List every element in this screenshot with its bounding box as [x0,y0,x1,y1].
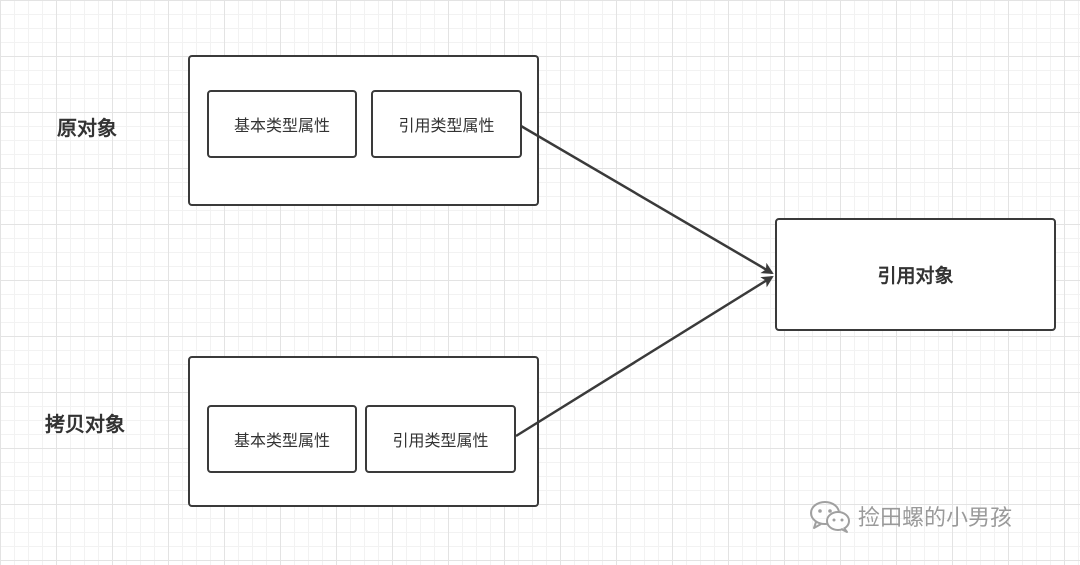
copy-primitive-prop: 基本类型属性 [207,405,357,473]
source-primitive-prop: 基本类型属性 [207,90,357,158]
copy-object-label: 拷贝对象 [45,412,125,436]
referenced-object-box: 引用对象 [775,218,1056,331]
copy-reference-prop: 引用类型属性 [365,405,516,473]
wechat-icon [810,501,850,533]
copy-reference-arrow [515,275,774,438]
source-object-label: 原对象 [57,116,117,140]
source-reference-arrow [520,124,774,275]
watermark: 捡田螺的小男孩 [808,498,1012,534]
source-reference-prop: 引用类型属性 [371,90,522,158]
watermark-text: 捡田螺的小男孩 [858,506,1013,531]
